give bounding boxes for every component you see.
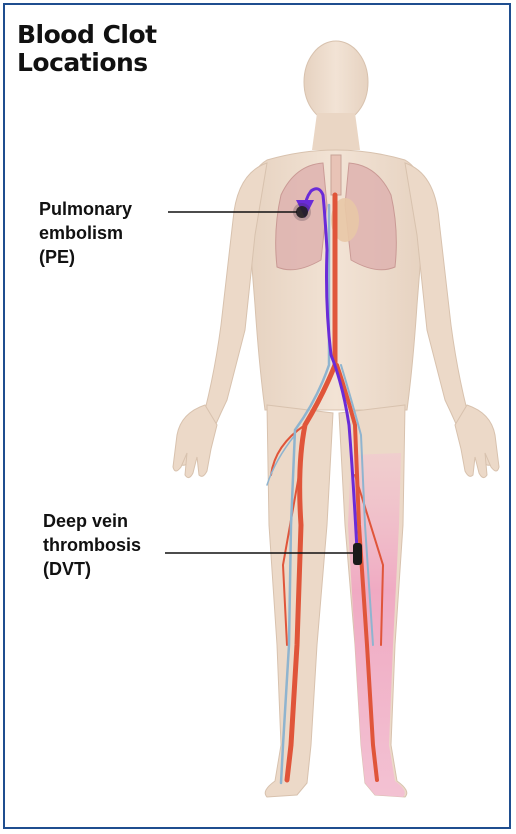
pe-label-line-3: (PE) <box>39 247 75 267</box>
dvt-label-line-3: (DVT) <box>43 559 91 579</box>
pe-label-line-2: embolism <box>39 223 124 243</box>
pe-label: Pulmonary embolism (PE) <box>39 197 132 269</box>
left-hand <box>172 404 218 479</box>
pe-clot-halo <box>293 203 311 221</box>
affected-leg-highlight <box>348 453 405 797</box>
right-hand <box>454 404 500 479</box>
body-silhouette <box>172 40 500 798</box>
pe-label-line-1: Pulmonary <box>39 199 133 219</box>
trachea <box>330 154 342 196</box>
heart <box>331 198 359 242</box>
pe-clot-marker <box>296 206 308 218</box>
title-line-2: Locations <box>17 48 148 77</box>
neck <box>312 113 360 150</box>
diagram-title: Blood Clot Locations <box>17 21 157 77</box>
arteries <box>270 192 385 783</box>
dvt-label: Deep vein thrombosis (DVT) <box>43 509 141 581</box>
clot-travel-path <box>296 187 359 552</box>
head <box>303 40 369 124</box>
diagram-frame: Blood Clot Locations <box>3 3 511 829</box>
dvt-label-line-2: thrombosis <box>43 535 142 555</box>
title-line-1: Blood Clot <box>17 20 157 49</box>
dvt-label-line-1: Deep vein <box>43 511 129 531</box>
right-lung <box>344 162 397 271</box>
dvt-clot-marker <box>353 543 362 565</box>
body-illustration <box>165 40 500 798</box>
veins <box>266 203 374 785</box>
